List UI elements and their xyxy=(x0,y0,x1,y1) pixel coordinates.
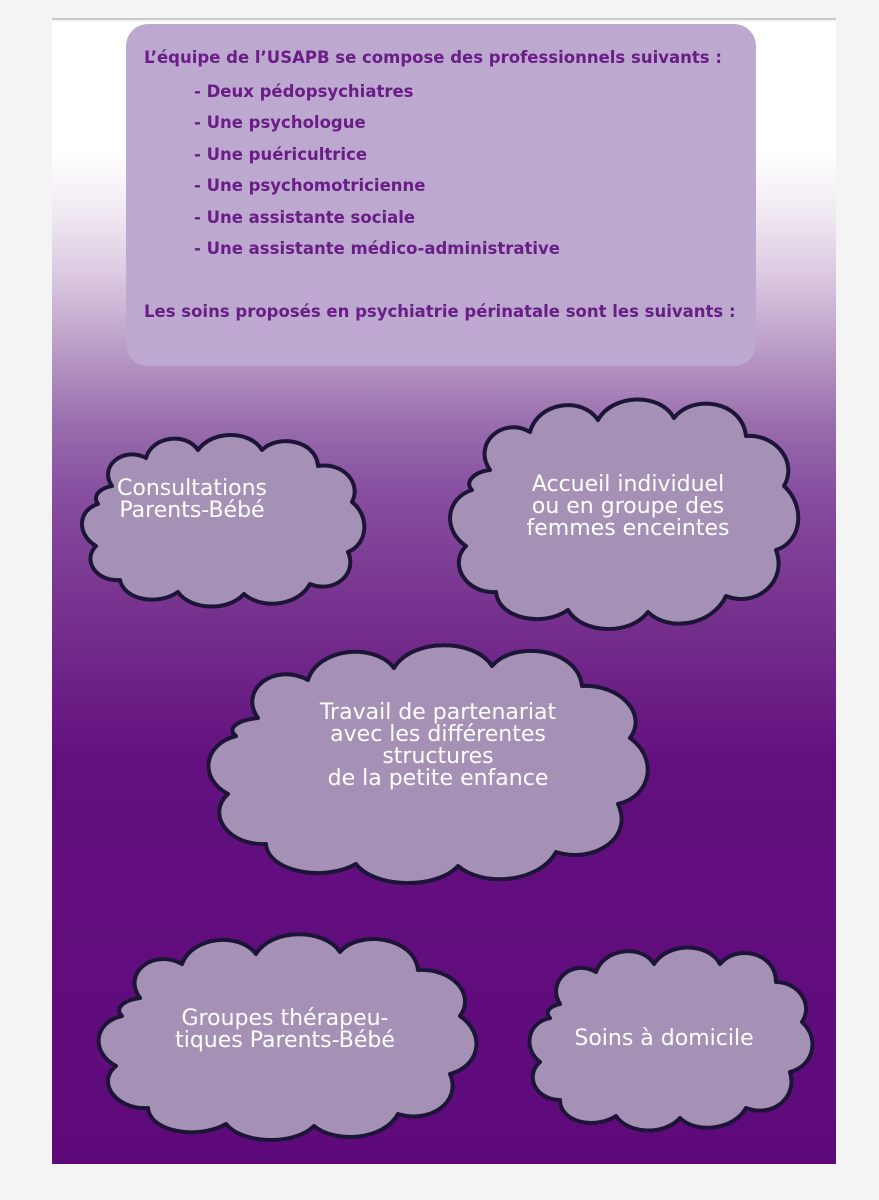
cloud-label-groupes: Groupes thérapeu-tiques Parents-Bébé xyxy=(175,1006,395,1053)
team-member: - Une assistante sociale xyxy=(194,207,416,227)
intro-box: L’équipe de l’USAPB se compose des profe… xyxy=(126,24,756,366)
cloud-shape-icon xyxy=(448,397,801,631)
team-heading: L’équipe de l’USAPB se compose des profe… xyxy=(144,48,722,67)
poster: L’équipe de l’USAPB se compose des profe… xyxy=(52,22,836,1164)
team-member: - Une assistante médico-administrative xyxy=(194,238,560,258)
cloud-shape-icon xyxy=(96,932,479,1143)
team-member: - Une psychologue xyxy=(194,113,366,133)
top-divider xyxy=(52,18,836,20)
cloud-label-soins: Soins à domicile xyxy=(574,1026,754,1051)
team-member: - Une psychomotricienne xyxy=(194,176,426,196)
cloud-shape-icon xyxy=(80,433,367,609)
team-member: - Une puéricultrice xyxy=(194,144,368,164)
cloud-soins: Soins à domicile xyxy=(524,938,815,1136)
team-list: - Deux pédopsychiatres - Une psychologue… xyxy=(194,82,560,270)
team-member: - Deux pédopsychiatres xyxy=(194,82,414,101)
care-heading: Les soins proposés en psychiatrie périna… xyxy=(144,302,736,321)
cloud-shape-icon xyxy=(527,945,815,1133)
cloud-shape-icon xyxy=(206,643,650,885)
cloud-groupes: Groupes thérapeu-tiques Parents-Bébé xyxy=(86,924,494,1146)
